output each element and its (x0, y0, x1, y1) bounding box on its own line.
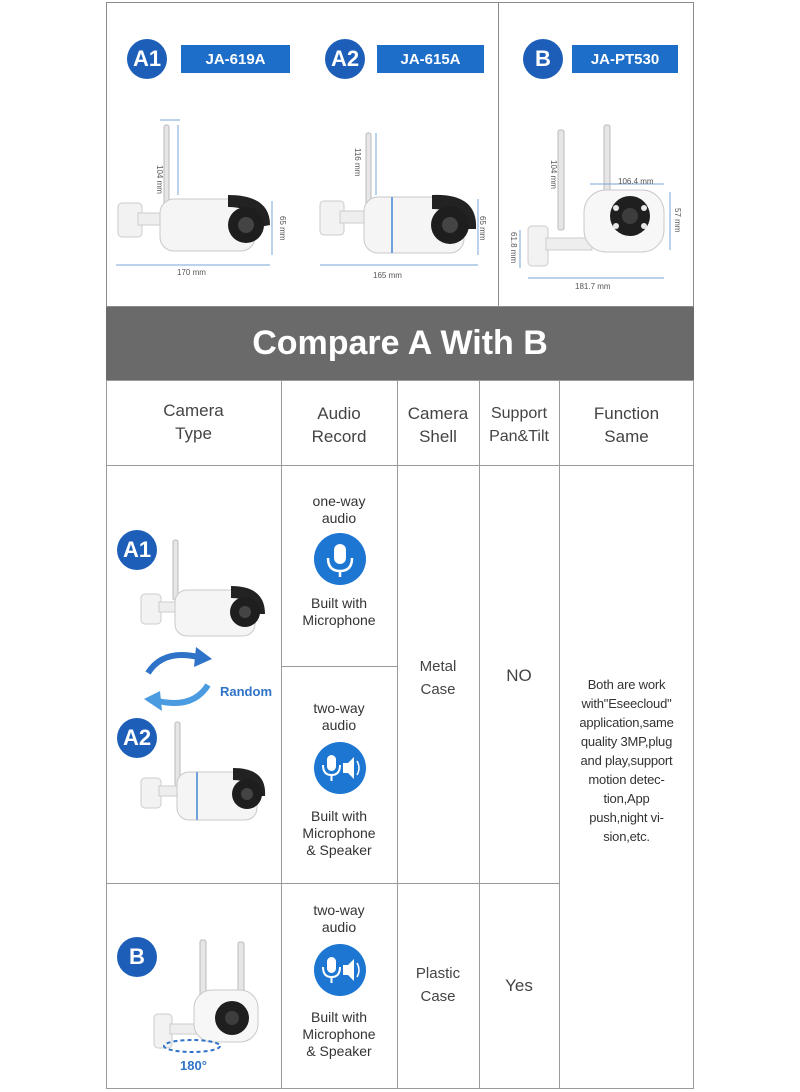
compare-banner: Compare A With B (106, 307, 694, 380)
swap-arrows-icon (144, 647, 212, 711)
b-audio-hardware-line2: Microphone (302, 1025, 376, 1042)
microphone-speaker-icon (314, 944, 366, 996)
badge-a1-row: A1 (117, 530, 157, 570)
model-label-a1: JA-619A (181, 45, 290, 73)
b-audio-type: two-way audio (281, 901, 397, 937)
dim-b-side: 57 mm (673, 208, 682, 233)
b-audio-hardware: Built with Microphone & Speaker (281, 1007, 397, 1061)
b-camera-shell-line1: Plastic (415, 965, 461, 982)
header-function-same: Function Same (559, 395, 694, 455)
camera-a1-image (140, 539, 265, 637)
header-camera-type-line1: Camera (163, 401, 224, 420)
function-line: push,night vi- (589, 809, 664, 825)
badge-b: B (523, 39, 563, 79)
header-pan-tilt-line1: Support (490, 405, 548, 422)
b-pan-tilt-support: Yes (505, 975, 533, 995)
badge-b-row: B (117, 937, 157, 977)
microphone-icon (314, 533, 366, 585)
camera-b-image (153, 939, 259, 1053)
function-line: quality 3MP,plug (580, 733, 673, 749)
random-label: Random (220, 684, 272, 699)
dim-b-height: 104 mm (549, 160, 558, 189)
a-camera-shell: Metal Case (397, 654, 479, 702)
b-audio-type-line1: two-way (313, 902, 365, 918)
function-line: sion,etc. (603, 828, 650, 844)
dim-a1-height: 104 mm (155, 165, 164, 194)
a2-audio-hardware-line1: Built with (310, 807, 368, 824)
table-divider (281, 666, 397, 667)
model-label-a2: JA-615A (377, 45, 484, 73)
header-audio-record-line2: Record (311, 427, 367, 446)
badge-a1: A1 (127, 39, 167, 79)
a2-audio-type: two-way audio (281, 699, 397, 735)
model-label-b: JA-PT530 (572, 45, 678, 73)
dim-a2-width: 165 mm (373, 271, 402, 280)
function-line: Both are work (587, 676, 666, 692)
header-audio-record: Audio Record (281, 395, 397, 455)
badge-a2-row: A2 (117, 718, 157, 758)
dim-a2-side: 65 mm (478, 216, 487, 241)
table-divider (397, 380, 398, 1089)
a2-audio-hardware-line3: & Speaker (306, 841, 372, 858)
a1-audio-type-line1: one-way (312, 493, 366, 509)
a1-audio-type-line2: audio (321, 510, 357, 526)
header-function-same-line1: Function (593, 404, 660, 423)
a1-audio-hardware-line2: Microphone (302, 612, 376, 628)
badge-a2: A2 (325, 39, 365, 79)
header-camera-shell-line1: Camera (407, 404, 469, 423)
a-camera-shell-line1: Metal (419, 658, 457, 675)
header-camera-type: Camera Type (106, 392, 281, 452)
microphone-speaker-icon (314, 742, 366, 794)
b-audio-hardware-line3: & Speaker (306, 1042, 372, 1059)
a-camera-shell-line2: Case (420, 681, 456, 698)
a1-audio-hardware: Built with Microphone (281, 594, 397, 630)
table-divider (106, 883, 559, 884)
b-audio-type-line2: audio (321, 919, 357, 935)
a2-audio-hardware: Built with Microphone & Speaker (281, 806, 397, 860)
table-divider (281, 380, 282, 1089)
camera-a2-dimension-drawing (319, 132, 479, 266)
table-divider (479, 380, 480, 1089)
dim-b-base: 61.8 mm (509, 232, 518, 264)
b-camera-shell: Plastic Case (397, 961, 479, 1009)
camera-a1-dimension-drawing (116, 119, 273, 266)
dim-b-top: 106.4 mm (618, 177, 654, 186)
header-function-same-line2: Same (604, 427, 649, 446)
header-camera-shell: Camera Shell (397, 395, 479, 455)
function-description: Both are work with"Eseecloud" applicatio… (559, 674, 694, 846)
header-pan-tilt-line2: Pan&Tilt (489, 428, 549, 445)
header-camera-type-line2: Type (175, 424, 212, 443)
camera-a2-image (140, 721, 266, 821)
function-line: motion detec- (588, 771, 665, 787)
a1-audio-hardware-line1: Built with (310, 595, 368, 611)
b-camera-shell-line2: Case (420, 988, 456, 1005)
function-line: tion,App (603, 790, 650, 806)
product-panel-b (498, 2, 694, 307)
a1-audio-type: one-way audio (281, 492, 397, 528)
rotation-label: 180° (180, 1058, 207, 1073)
comparison-table (106, 380, 694, 1089)
a2-audio-type-line2: audio (321, 717, 357, 733)
dim-a2-height: 116 mm (353, 148, 362, 177)
a-pan-tilt-support: NO (506, 665, 532, 685)
a2-audio-type-line1: two-way (313, 700, 365, 716)
b-audio-hardware-line1: Built with (310, 1008, 368, 1025)
function-line: with"Eseecloud" (581, 695, 672, 711)
a2-audio-hardware-line2: Microphone (302, 824, 376, 841)
table-divider (559, 380, 560, 1089)
dim-a1-width: 170 mm (177, 268, 206, 277)
dim-b-width: 181.7 mm (575, 282, 611, 291)
table-divider (106, 465, 694, 466)
function-line: application,same (579, 714, 674, 730)
camera-b-dimension-drawing (519, 124, 671, 279)
header-camera-shell-line2: Shell (419, 427, 457, 446)
header-pan-tilt: Support Pan&Tilt (479, 395, 559, 455)
function-line: and play,support (580, 752, 673, 768)
header-audio-record-line1: Audio (317, 404, 361, 423)
dim-a1-side: 65 mm (278, 216, 287, 241)
